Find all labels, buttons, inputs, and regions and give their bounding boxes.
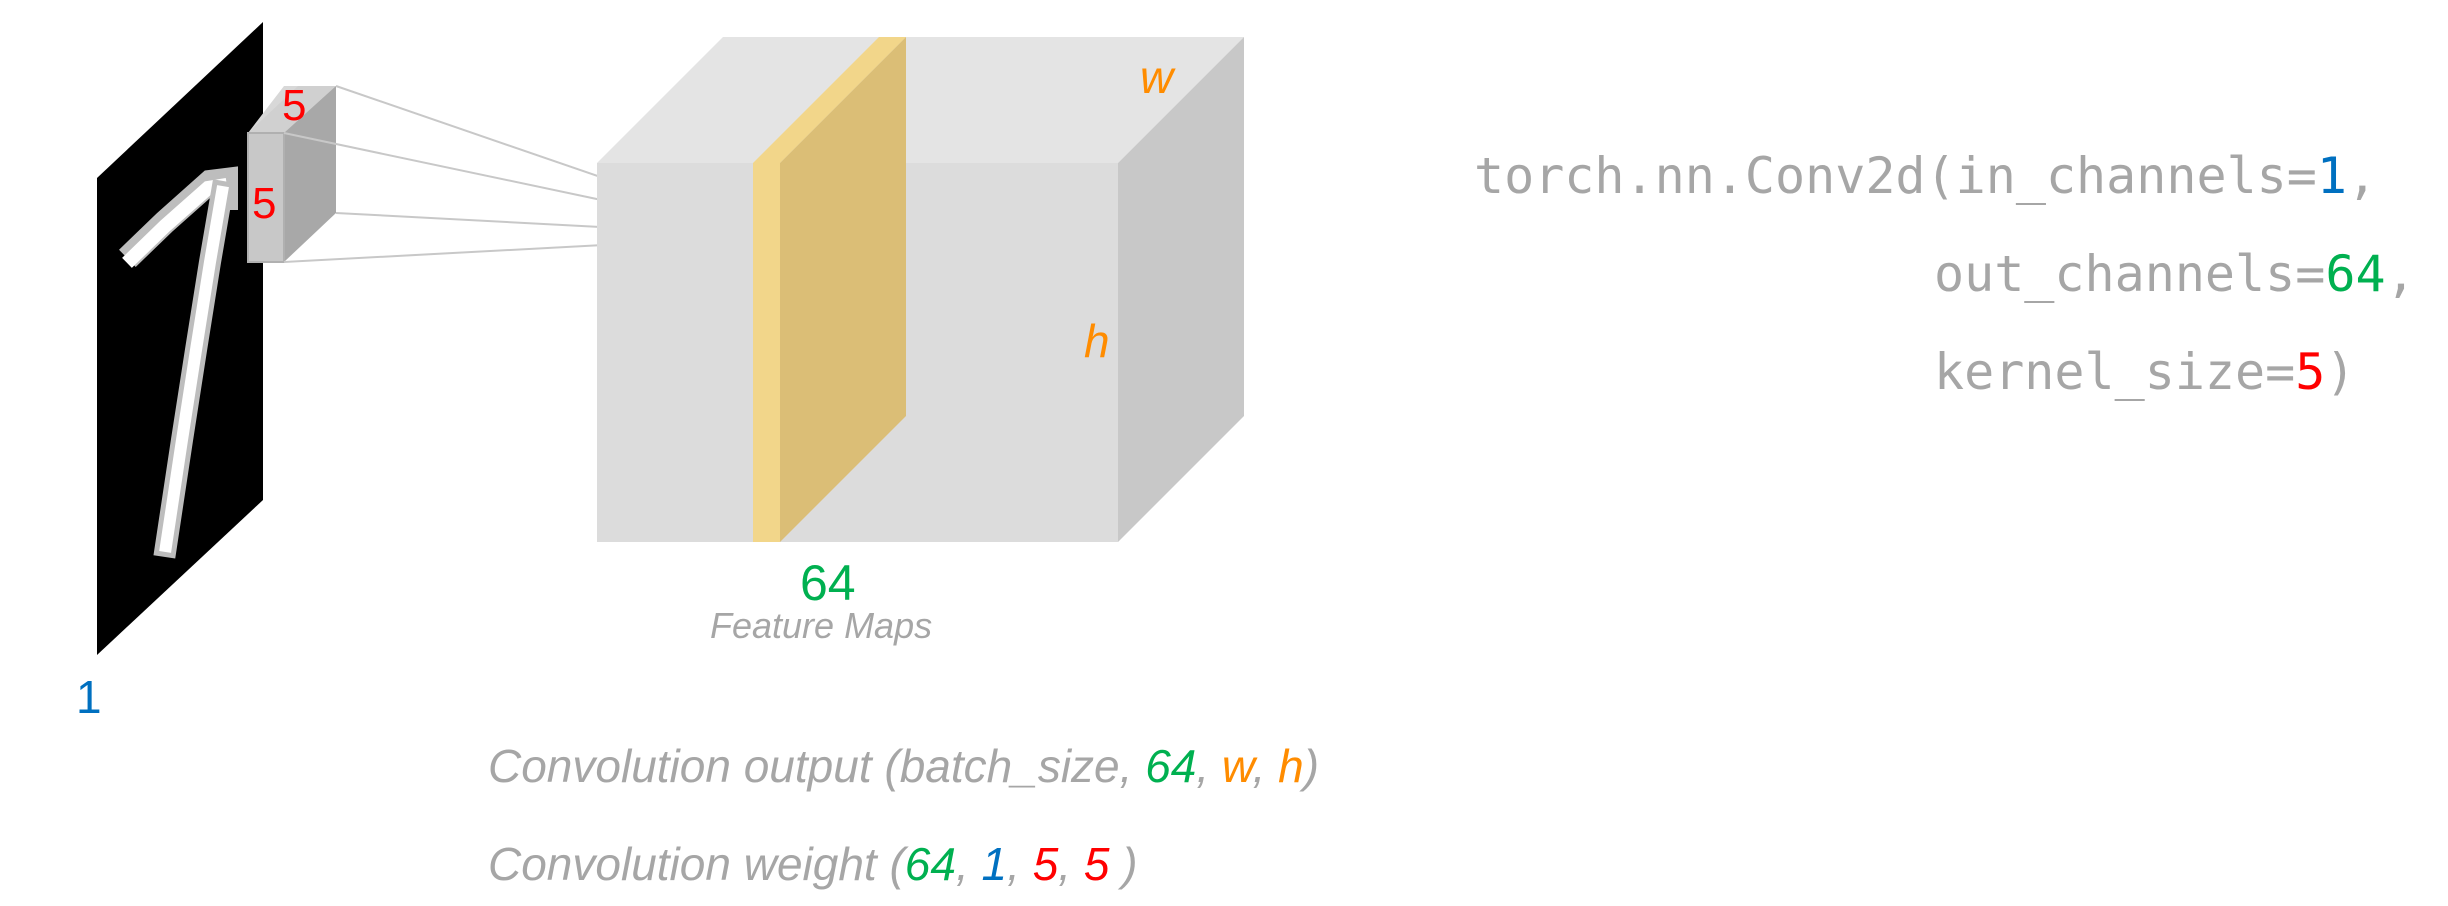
out-channels-value: 64 [2325, 245, 2386, 303]
output-caption-suffix: ) [1303, 740, 1320, 792]
feature-slice-top [753, 37, 906, 163]
code-line-2: out_channels=64, [1934, 244, 2416, 304]
code-line-2-suffix: , [2385, 245, 2416, 303]
feature-count-label: 64 [800, 555, 856, 611]
code-line-1-prefix: torch.nn.Conv2d(in_channels= [1474, 147, 2317, 205]
weight-shape-caption: Convolution weight (64, 1, 5, 5 ) [488, 836, 1138, 892]
output-sep-2: , [1252, 740, 1279, 792]
weight-out: 64 [904, 838, 956, 890]
code-line-3: kernel_size=5) [1934, 342, 2355, 402]
code-line-3-prefix: kernel_size= [1934, 343, 2296, 401]
feature-slice-front [753, 163, 780, 542]
weight-caption-prefix: Convolution weight ( [488, 838, 905, 890]
weight-sep-3: , [1058, 838, 1084, 890]
weight-k1: 5 [1032, 838, 1059, 890]
kernel-width-label: 5 [282, 81, 307, 130]
feature-slice-side [780, 37, 906, 542]
input-channels-label: 1 [76, 671, 102, 723]
weight-k2: 5 [1083, 838, 1110, 890]
weight-in: 1 [981, 838, 1008, 890]
kernel-height-label: 5 [252, 179, 277, 228]
kernel-box-top-face [248, 86, 336, 133]
kernel-box-front [247, 132, 285, 263]
output-h: h [1278, 740, 1304, 792]
code-line-1: torch.nn.Conv2d(in_channels=1, [1474, 146, 2377, 206]
kernel-box-right [284, 86, 336, 262]
output-caption-prefix: Convolution output (batch_size, [488, 740, 1146, 792]
code-line-2-prefix: out_channels= [1934, 245, 2326, 303]
output-sep-1: , [1196, 740, 1222, 792]
digit-seven-glyph [119, 166, 238, 559]
volume-top-face [597, 37, 1244, 163]
kernel-size-value: 5 [2295, 343, 2326, 401]
feature-maps-caption: Feature Maps [710, 605, 933, 646]
weight-sep-1: , [955, 838, 982, 890]
feature-width-label: w [1140, 51, 1174, 103]
volume-right-face [1118, 37, 1244, 542]
weight-sep-2: , [1007, 838, 1033, 890]
output-channels: 64 [1145, 740, 1197, 792]
code-line-1-suffix: , [2346, 147, 2378, 205]
input-image-panel [97, 22, 263, 655]
feature-height-label: h [1084, 315, 1110, 367]
weight-caption-suffix: ) [1109, 838, 1138, 890]
code-line-3-suffix: ) [2325, 343, 2356, 401]
output-shape-caption: Convolution output (batch_size, 64, w, h… [488, 738, 1319, 794]
in-channels-value: 1 [2316, 147, 2347, 205]
output-w: w [1221, 740, 1253, 792]
